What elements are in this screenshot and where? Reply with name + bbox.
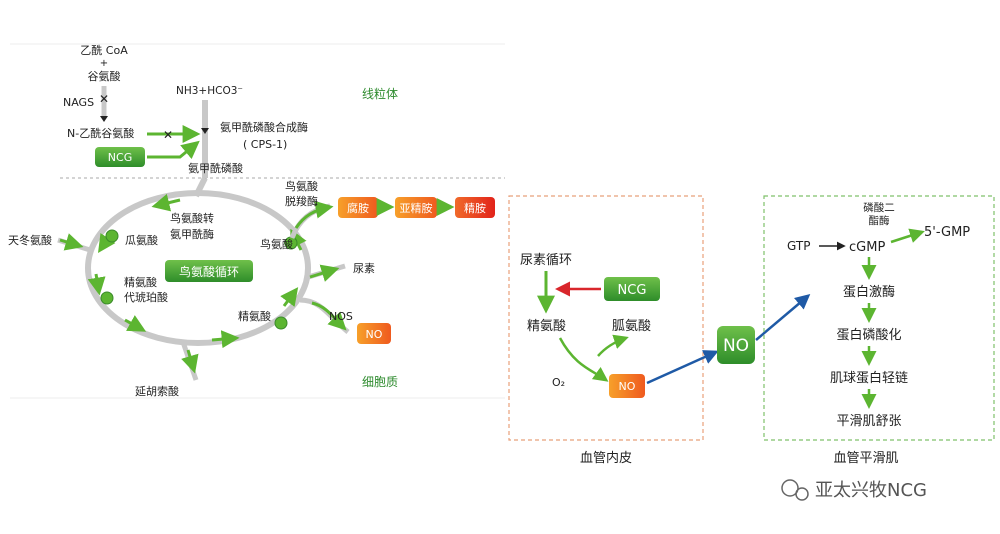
cps1-enzyme-label: 氨甲酰磷酸合成酶	[220, 120, 308, 134]
watermark: 亚太兴牧NCG	[781, 479, 927, 501]
nos-label: NOS	[329, 310, 353, 323]
svg-text:腐胺: 腐胺	[347, 201, 369, 215]
svg-text:NO: NO	[366, 328, 383, 341]
arginine-label: 精氨酸	[238, 309, 271, 323]
glutamate-label: 谷氨酸	[88, 69, 121, 83]
odc-label-2: 脱羧酶	[285, 194, 318, 208]
urea-cycle-label: 尿素循环	[520, 253, 572, 268]
cgmp-label: cGMP	[849, 240, 885, 255]
acetyl-coa-label: 乙酰 CoA	[80, 43, 128, 57]
svg-text:NCG: NCG	[108, 151, 132, 164]
carbamoyl-phosphate-label: 氨甲酰磷酸	[188, 161, 243, 175]
svg-text:亚精胺: 亚精胺	[400, 201, 433, 215]
ammonia-label: NH3+HCO3⁻	[176, 85, 243, 97]
no-badge-middle: NO	[609, 374, 645, 398]
svg-text:NO: NO	[723, 336, 749, 356]
pde-label-2: 酯酶	[869, 214, 890, 227]
nags-label: NAGS	[63, 96, 94, 109]
phosphorylation-label: 蛋白磷酸化	[836, 327, 901, 343]
watermark-text: 亚太兴牧NCG	[815, 480, 927, 501]
citrulline-label: 瓜氨酸	[125, 233, 158, 247]
svg-text:NCG: NCG	[618, 283, 647, 298]
no-badge-center: NO	[717, 326, 755, 364]
no-diffusion-arrow-1	[646, 350, 719, 385]
cps1-abbr-label: ( CPS-1)	[243, 138, 287, 151]
ncg-to-cps1-arrow	[147, 140, 200, 160]
svg-text:精胺: 精胺	[464, 201, 486, 215]
spermine-badge: 精胺	[455, 197, 495, 218]
citrulline-node	[105, 229, 119, 243]
fumarate-label: 延胡索酸	[135, 384, 179, 398]
plus-label: +	[100, 58, 108, 69]
inhibit-mark-nag: ✕	[163, 128, 173, 142]
no-diffusion-arrow-2	[755, 294, 811, 341]
endothelium-caption: 血管内皮	[580, 450, 632, 466]
relaxation-label: 平滑肌舒张	[836, 414, 901, 429]
argininosuccinate-label-2: 代琥珀酸	[124, 290, 168, 304]
urea-label: 尿素	[353, 262, 375, 275]
inhibit-mark-nags: ✕	[99, 92, 109, 106]
otc-label-2: 氨甲酰酶	[170, 227, 214, 241]
guanidine-label: 胍氨酸	[612, 319, 651, 334]
nag-label: N-乙酰谷氨酸	[67, 126, 134, 140]
left-panel: 乙酰 CoA + 谷氨酸 NAGS ✕ N-乙酰谷氨酸 NH3+HCO3⁻ 氨甲…	[8, 43, 505, 399]
mitochondria-label: 线粒体	[362, 86, 398, 101]
endothelium-panel: 尿素循环 NCG 精氨酸 胍氨酸 O₂ NO 血管内皮	[508, 195, 704, 466]
ornithine-cycle-loop	[85, 190, 311, 346]
smooth-muscle-panel: 磷酸二 酯酶 GTP cGMP 5'-GMP 蛋白激酶 蛋白磷酸化 肌球蛋白轻链…	[763, 195, 995, 466]
spermidine-badge: 亚精胺	[395, 197, 437, 218]
pde-label-1: 磷酸二	[863, 201, 895, 214]
gtp-label: GTP	[787, 239, 810, 253]
otc-label-1: 鸟氨酸转	[170, 211, 214, 225]
svg-text:NO: NO	[619, 380, 636, 393]
argininosuccinate-node	[100, 291, 114, 305]
protein-kinase-label: 蛋白激酶	[843, 284, 895, 300]
ornithine-cycle-badge: 鸟氨酸循环	[165, 260, 253, 282]
no-badge-left: NO	[357, 323, 391, 344]
aspartate-label: 天冬氨酸	[8, 233, 52, 247]
putrescine-badge: 腐胺	[338, 197, 378, 218]
ncg-badge-middle: NCG	[604, 277, 660, 301]
svg-text:鸟氨酸循环: 鸟氨酸循环	[179, 264, 239, 279]
ncg-badge-left: NCG	[95, 147, 145, 167]
oxygen-label: O₂	[552, 376, 565, 389]
gmp-label: 5'-GMP	[924, 225, 970, 240]
argininosuccinate-label-1: 精氨酸	[124, 275, 157, 289]
myosin-light-chain-label: 肌球蛋白轻链	[830, 370, 908, 386]
ornithine-label: 鸟氨酸	[260, 237, 293, 251]
arginine-label-middle: 精氨酸	[527, 319, 566, 334]
odc-label-1: 鸟氨酸	[285, 179, 318, 193]
smooth-muscle-caption: 血管平滑肌	[833, 451, 898, 466]
cytoplasm-label: 细胞质	[362, 375, 398, 389]
arginine-node	[274, 316, 288, 330]
